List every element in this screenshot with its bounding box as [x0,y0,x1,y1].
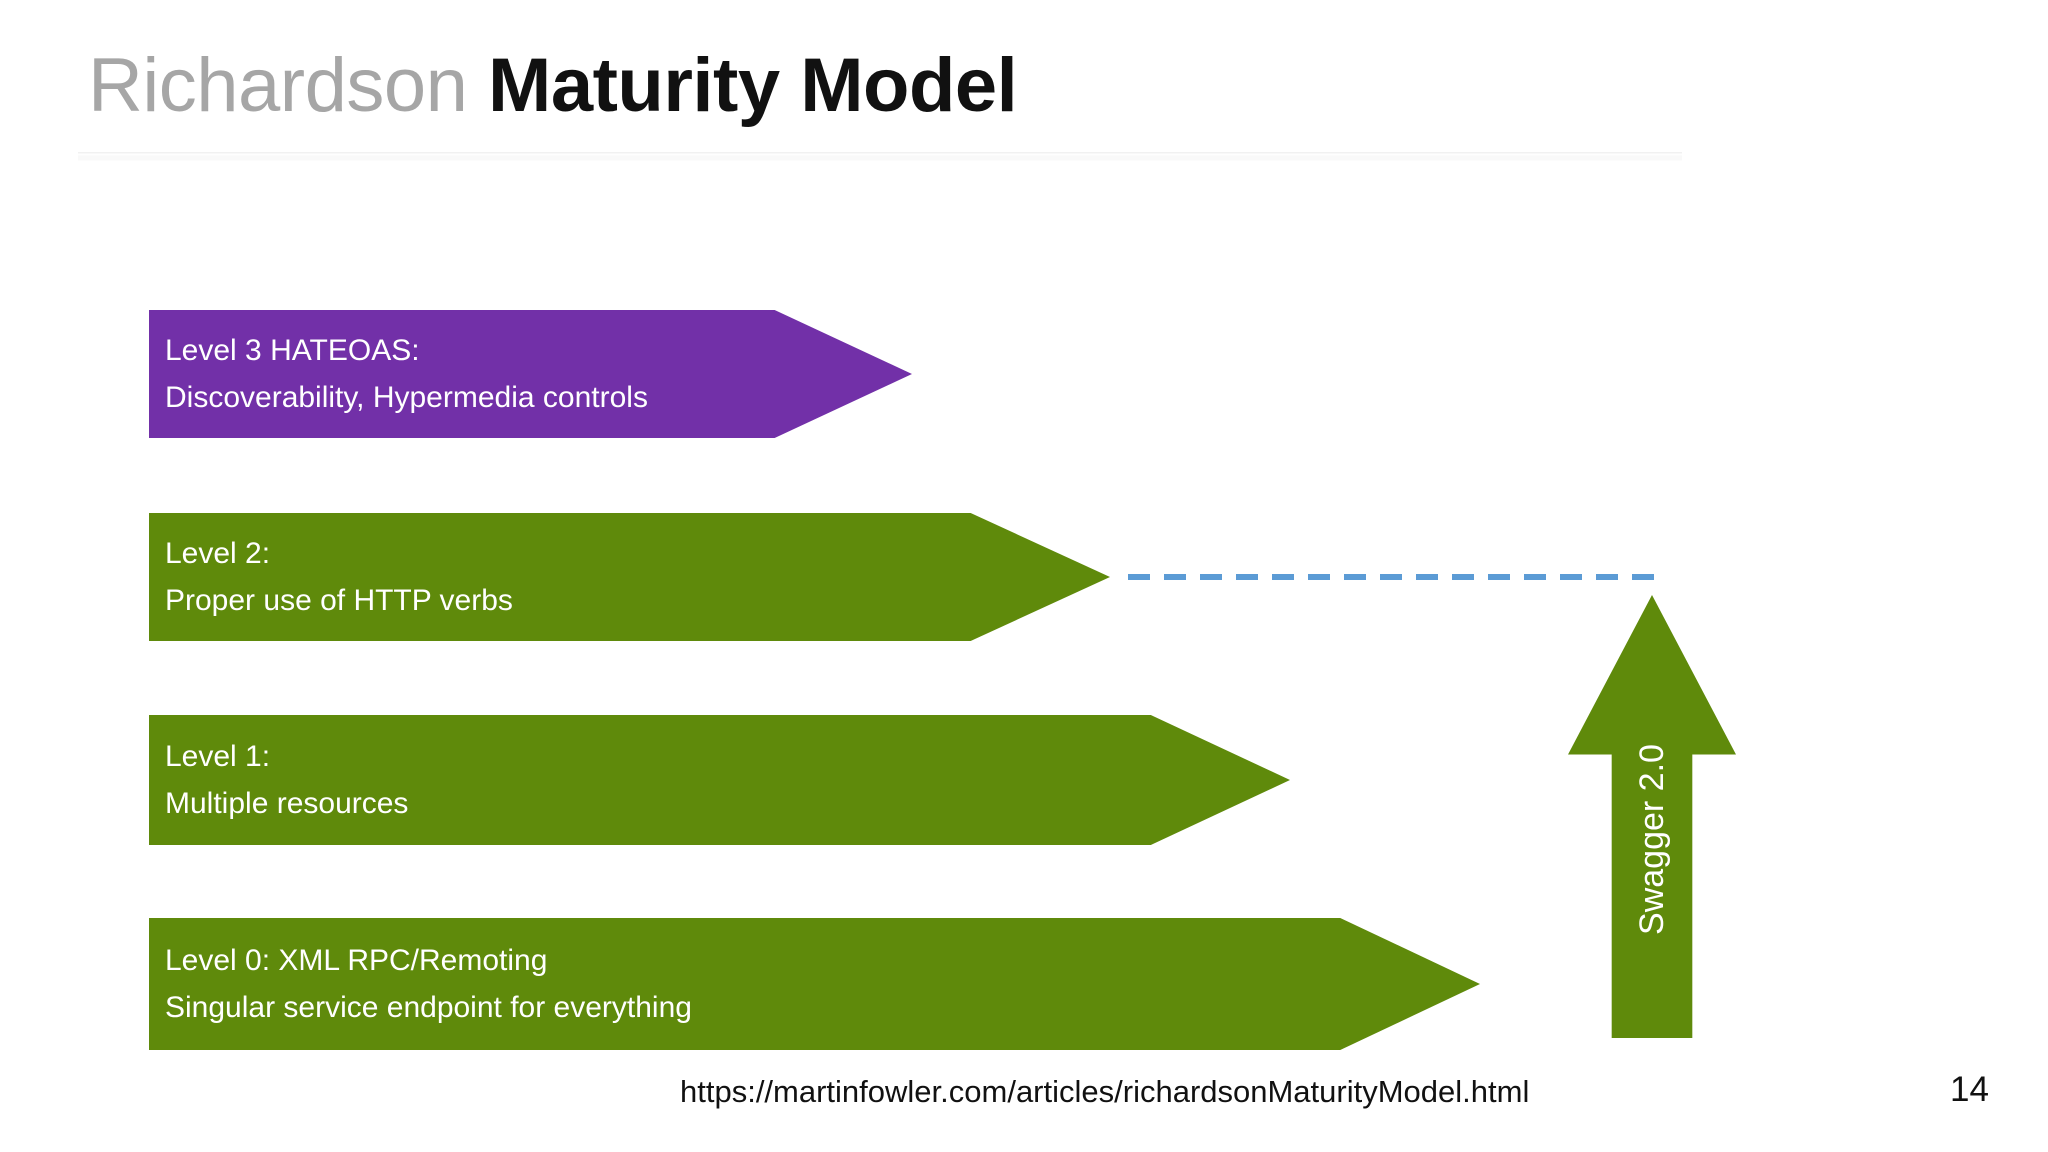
chevron-level-1: Level 1: Multiple resources [149,715,1290,845]
source-url-text: https://martinfowler.com/articles/richar… [680,1074,1530,1109]
chevron-level-1-line1: Level 1: [165,740,271,773]
chevron-level-2-line1: Level 2: [165,537,271,570]
title-divider [78,152,1682,162]
chevron-level-1-line2: Multiple resources [165,787,409,820]
chevron-level-2: Level 2: Proper use of HTTP verbs [149,513,1110,641]
chevron-level-3-line2: Discoverability, Hypermedia controls [165,381,648,414]
chevron-level-0-line1: Level 0: XML RPC/Remoting [165,944,548,977]
title-bold-part: Maturity Model [488,43,1018,128]
swagger-up-arrow-icon [1568,595,1736,1038]
page-number: 14 [1950,1070,1989,1109]
chevron-level-2-line2: Proper use of HTTP verbs [165,584,513,617]
chevron-level-3-line1: Level 3 HATEOAS: [165,334,420,367]
title-light-part: Richardson [88,43,489,128]
chevron-level-3: Level 3 HATEOAS: Discoverability, Hyperm… [149,310,912,438]
chevron-level-0: Level 0: XML RPC/Remoting Singular servi… [149,918,1480,1050]
dashed-connector-line [1128,574,1662,580]
page-title: Richardson Maturity Model [88,36,1788,136]
chevron-level-0-line2: Singular service endpoint for everything [165,991,692,1024]
